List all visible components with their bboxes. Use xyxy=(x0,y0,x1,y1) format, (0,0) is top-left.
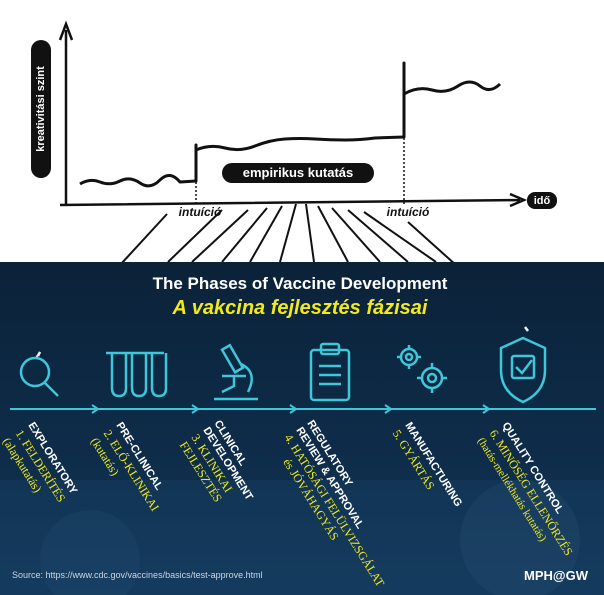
intuition-label-right: intuíció xyxy=(387,205,430,219)
y-axis-label: kreativitási szint xyxy=(35,66,47,152)
empirical-research-badge: empirikus kutatás xyxy=(222,163,374,183)
phases-panel: The Phases of Vaccine Development A vakc… xyxy=(0,262,604,595)
source-text: Source: https://www.cdc.gov/vaccines/bas… xyxy=(12,570,263,580)
intuition-label-left: intuíció xyxy=(179,205,222,219)
x-axis-label: idő xyxy=(534,195,551,207)
magnifier-icon xyxy=(19,356,59,397)
timeline xyxy=(10,404,596,414)
title-hungarian: A vakcina fejlesztés fázisai xyxy=(172,297,428,319)
title-english: The Phases of Vaccine Development xyxy=(153,274,448,293)
y-axis xyxy=(58,20,74,205)
microscope-icon xyxy=(214,343,258,401)
creativity-diagram: kreativitási szint idő empirikus kutatás… xyxy=(31,20,557,353)
credit-logo: MPH@GW xyxy=(524,568,589,583)
shield-check-icon xyxy=(499,336,547,404)
test-tubes-icon xyxy=(106,351,168,398)
x-axis-label-badge: idő xyxy=(527,192,557,209)
clipboard-icon xyxy=(309,342,351,402)
x-axis xyxy=(59,192,528,208)
y-axis-label-badge: kreativitási szint xyxy=(31,40,51,178)
gears-icon xyxy=(397,345,447,393)
creativity-level-line xyxy=(79,61,502,188)
empirical-research-label: empirikus kutatás xyxy=(243,165,354,180)
